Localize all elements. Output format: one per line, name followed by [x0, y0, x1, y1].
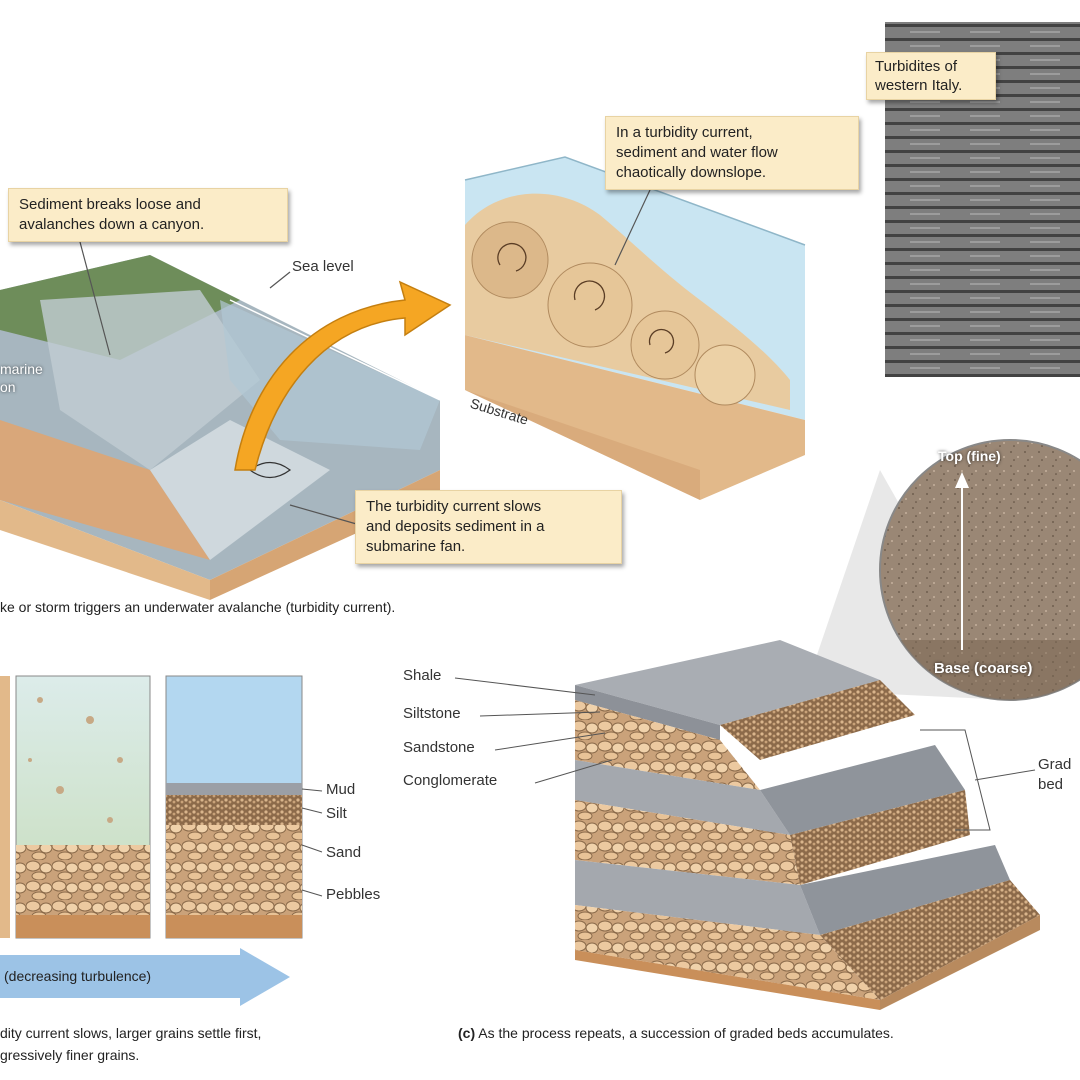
- callout-current-slows: The turbidity current slows and deposits…: [355, 490, 622, 564]
- caption-b: dity current slows, larger grains settle…: [0, 1025, 262, 1063]
- turbulence-arrow: [0, 948, 290, 1006]
- caption-c: (c) As the process repeats, a succession…: [458, 1022, 894, 1044]
- caption-c-text: As the process repeats, a succession of …: [478, 1025, 894, 1041]
- sandstone-label: Sandstone: [403, 739, 475, 756]
- siltstone-label: Siltstone: [403, 705, 461, 722]
- shale-label: Shale: [403, 667, 442, 684]
- callout-pointer: [614, 189, 651, 266]
- top-fine-label: Top (fine): [938, 448, 1001, 464]
- caption-a: ke or storm triggers an underwater avala…: [0, 599, 396, 615]
- graded-bed-label: Grad bed: [1038, 756, 1072, 793]
- sea-level-label: Sea level: [292, 258, 354, 275]
- settling-columns: [0, 675, 323, 939]
- callout-pointer: [79, 241, 111, 356]
- pebbles-label: Pebbles: [326, 886, 381, 903]
- decreasing-turbulence-label: (decreasing turbulence): [4, 968, 152, 984]
- conglomerate-label: Conglomerate: [403, 772, 498, 789]
- callout-sediment-breaks: Sediment breaks loose and avalanches dow…: [8, 188, 288, 242]
- mud-label: Mud: [326, 781, 356, 798]
- caption-c-prefix: (c): [458, 1025, 476, 1041]
- callout-turbidity-current: In a turbidity current, sediment and wat…: [605, 116, 859, 190]
- turbidity-current-block: [464, 156, 806, 500]
- sand-label: Sand: [326, 844, 362, 861]
- silt-label: Silt: [326, 805, 347, 822]
- graded-beds-block: [454, 640, 1040, 1010]
- base-coarse-label: Base (coarse): [934, 660, 1033, 677]
- orange-flow-arrow: [234, 280, 452, 471]
- callout-turbidites-italy: Turbidites of western Italy.: [866, 52, 996, 100]
- sea-level-pointer: [269, 271, 291, 289]
- canyon-label: marine on: [0, 361, 43, 395]
- graded-bed-inset: [805, 439, 1080, 701]
- callout-pointer: [289, 504, 361, 526]
